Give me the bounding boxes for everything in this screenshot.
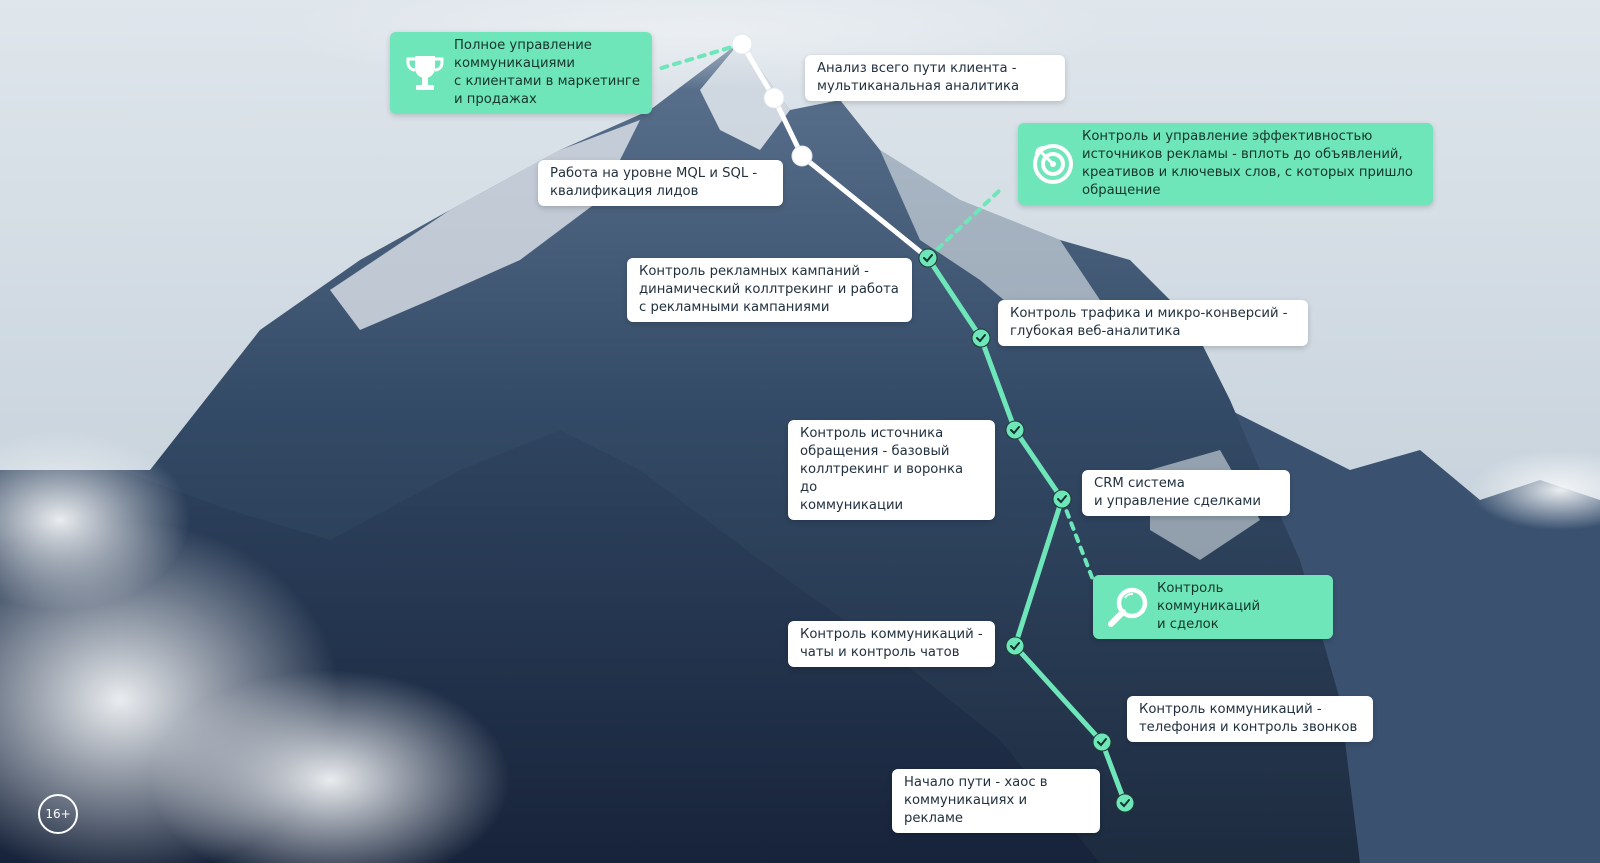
achievement-label: Контроль и управление эффективностью ист… [1082,129,1413,198]
snow-right [880,150,1100,330]
route-node [763,87,785,109]
age-rating-badge: 16+ [38,794,78,834]
check-icon [1010,642,1020,651]
check-icon [923,254,933,263]
route-node [1052,489,1072,509]
route-segment [1012,496,1065,649]
dashed-connector [926,188,1002,260]
route-node [1115,793,1135,813]
achievement-card: Контроль коммуникаций и сделок [1093,575,1333,639]
check-icon [1057,495,1067,504]
cloud [0,430,190,610]
milestone-label: Анализ всего пути клиента - мультиканаль… [805,55,1065,101]
milestone-label: Работа на уровне MQL и SQL - квалификаци… [538,160,783,206]
route-segment [1099,739,1128,806]
route-segment [799,153,931,261]
milestone-label: Контроль трафика и микро-конверсий - глу… [998,300,1308,346]
achievement-label: Контроль коммуникаций и сделок [1157,581,1261,632]
route-segment [1012,427,1065,502]
milestone-label: CRM система и управление сделками [1082,470,1290,516]
route-node [1092,732,1112,752]
dashed-connector [653,42,744,72]
route-node [971,328,991,348]
route-node [1005,636,1025,656]
milestone-label: Контроль рекламных кампаний - динамическ… [627,258,912,322]
check-icon [1097,738,1107,747]
milestone-label: Контроль коммуникаций - чаты и контроль … [788,621,995,667]
cloud [150,670,510,863]
achievement-label: Полное управление коммуникациями с клиен… [454,38,640,107]
target-icon [1033,144,1073,184]
route-segment [1012,643,1105,745]
route-node [1005,420,1025,440]
magnifier-icon [1108,587,1148,627]
route-node [791,145,813,167]
route-node [731,33,753,55]
route-segment [925,255,984,341]
milestone-label: Контроль источника обращения - базовый к… [788,420,995,520]
milestone-label: Контроль коммуникаций - телефония и конт… [1127,696,1373,742]
route-segment [978,335,1018,433]
milestone-label: Начало пути - хаос в коммуникациях и рек… [892,769,1100,833]
cloud [1470,450,1600,530]
route-layer [653,33,1135,813]
route-node [918,248,938,268]
achievement-card: Полное управление коммуникациями с клиен… [390,32,652,114]
achievement-card: Контроль и управление эффективностью ист… [1018,123,1433,205]
check-icon [1010,426,1020,435]
route-segment [771,95,805,159]
check-icon [1120,799,1130,808]
dashed-connector [1060,497,1095,582]
check-icon [976,334,986,343]
trophy-icon [406,56,444,90]
